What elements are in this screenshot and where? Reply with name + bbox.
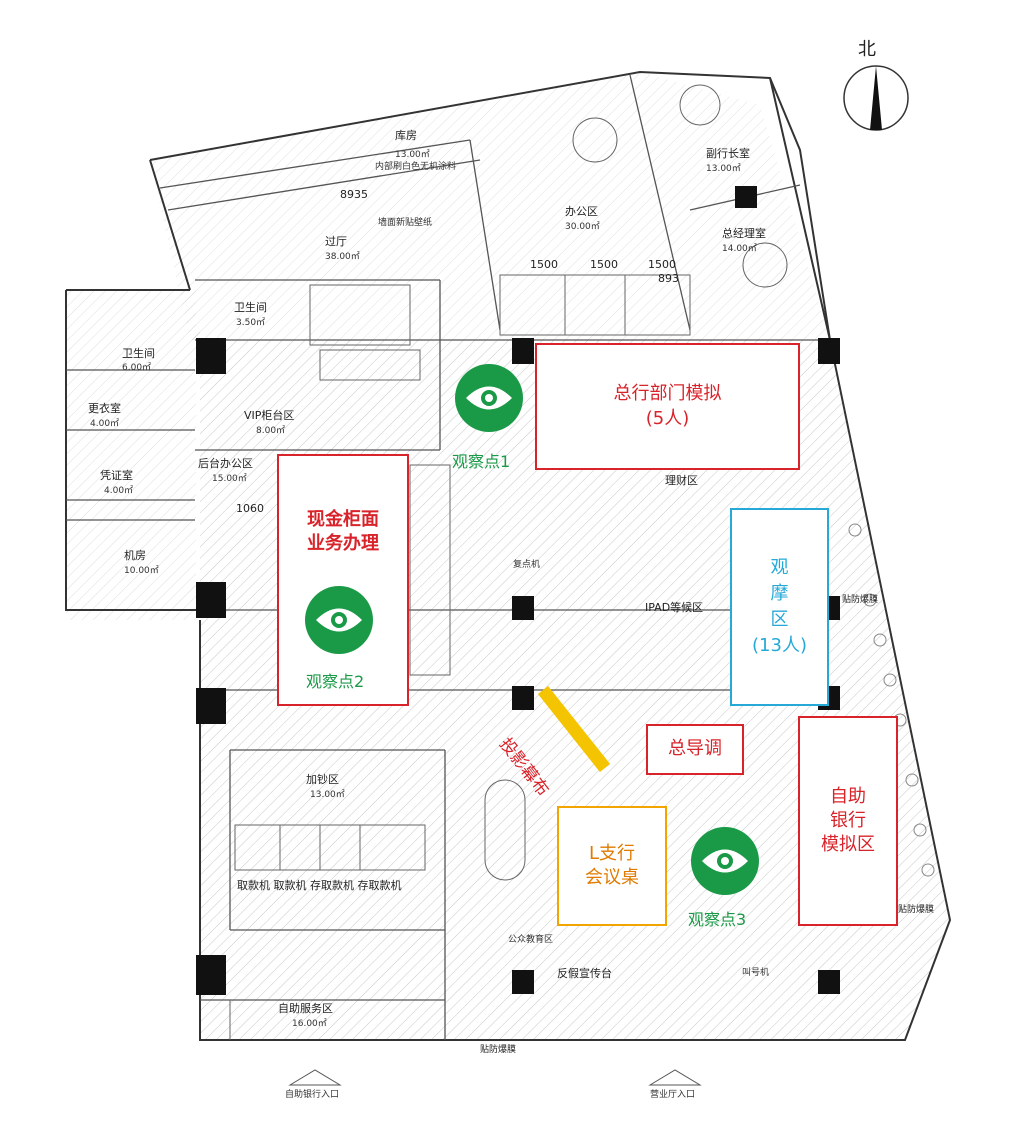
toilet-a-area: 3.50㎡ <box>236 318 266 328</box>
warehouse-area: 13.00㎡ <box>395 150 430 160</box>
projection-screen <box>537 685 611 773</box>
back-office-area: 15.00㎡ <box>212 474 247 484</box>
zone-hq-dept-line1: 总行部门模拟 <box>613 383 722 405</box>
observation-point-2-label: 观察点2 <box>306 672 365 691</box>
vp-office-label: 副行长室 <box>706 147 750 160</box>
ipad-wait-label: IPAD等候区 <box>645 601 704 614</box>
zone-self-bank-l2: 银行 <box>830 809 866 831</box>
gm-office-area: 14.00㎡ <box>722 244 757 254</box>
zone-cash-counter-line2: 业务办理 <box>307 533 379 555</box>
west-wing-floor <box>66 290 196 620</box>
back-office-label: 后台办公区 <box>198 457 253 470</box>
locker-label: 更衣室 <box>88 402 121 415</box>
self-service-area: 16.00㎡ <box>292 1019 327 1029</box>
zone-meeting-line2: 会议桌 <box>585 867 639 888</box>
cash-add-area: 13.00㎡ <box>310 790 345 800</box>
entrance-hall-label: 营业厅入口 <box>650 1090 696 1100</box>
vip-label: VIP柜台区 <box>244 409 295 422</box>
zone-cash-counter: 现金柜面 业务办理 <box>277 454 409 706</box>
self-service-label: 自助服务区 <box>278 1002 333 1015</box>
server-area: 10.00㎡ <box>124 566 159 576</box>
dim-1500-b: 1500 <box>590 258 618 271</box>
observation-point-1-eye-icon <box>455 364 523 432</box>
anti-fake-label: 反假宣传台 <box>557 967 612 980</box>
hall-area: 38.00㎡ <box>325 252 360 262</box>
anti-burst-label-2: 贴防爆膜 <box>898 905 935 915</box>
dim-1060: 1060 <box>236 502 264 515</box>
observation-point-3-eye-icon <box>691 827 759 895</box>
zone-self-bank-l3: 模拟区 <box>821 834 875 856</box>
observation-point-2-eye-icon <box>305 586 373 654</box>
atm-row-label: 取款机 取款机 存取款机 存取款机 <box>237 879 402 892</box>
zone-director: 总导调 <box>646 724 744 775</box>
hall-label: 过厅 <box>325 235 347 248</box>
office-area: 30.00㎡ <box>565 222 600 232</box>
vp-office-area: 13.00㎡ <box>706 164 741 174</box>
server-label: 机房 <box>124 549 146 562</box>
copier-label: 复点机 <box>513 560 541 570</box>
warehouse-label: 库房 <box>395 129 417 142</box>
dim-893: 893 <box>658 272 679 285</box>
zone-self-bank: 自助 银行 模拟区 <box>798 716 898 926</box>
cash-add-label: 加钞区 <box>306 773 339 786</box>
east-wall-fixtures <box>848 523 935 877</box>
dim-1500-c: 1500 <box>648 258 676 271</box>
queue-label: 叫号机 <box>742 968 770 978</box>
dim-1500-a: 1500 <box>530 258 558 271</box>
zone-observe-l2: 摩 <box>770 582 789 604</box>
zone-meeting-line1: L支行 <box>588 842 636 864</box>
zone-self-bank-l1: 自助 <box>830 785 866 807</box>
toilet-a-label: 卫生间 <box>234 301 267 314</box>
observation-point-1-label: 观察点1 <box>452 452 511 471</box>
office-label: 办公区 <box>565 205 598 218</box>
toilet-b-area: 6.00㎡ <box>122 363 152 373</box>
compass-label: 北 <box>858 39 876 60</box>
anti-burst-label-3: 贴防爆膜 <box>480 1045 517 1055</box>
wealth-label: 理财区 <box>665 474 698 487</box>
zone-meeting: L支行 会议桌 <box>557 806 667 926</box>
zone-director-label: 总导调 <box>668 738 722 760</box>
north-arrow-icon <box>843 65 909 131</box>
vip-area: 8.00㎡ <box>256 426 286 436</box>
furniture <box>229 84 788 1040</box>
zone-cash-counter-line1: 现金柜面 <box>307 509 379 530</box>
entrance-self-label: 自助银行入口 <box>285 1090 340 1100</box>
zone-hq-dept-line2: (5人) <box>645 407 690 429</box>
inner-walls <box>66 74 830 1040</box>
wall-note: 墙面新贴壁纸 <box>378 218 433 228</box>
zone-observe-l3: 区 <box>770 609 789 630</box>
zone-hq-dept: 总行部门模拟 (5人) <box>535 343 800 470</box>
dim-8935: 8935 <box>340 188 368 201</box>
public-edu-label: 公众教育区 <box>508 935 554 945</box>
north-wing-floor <box>150 72 830 340</box>
entrance-markers <box>288 1069 702 1086</box>
warehouse-note: 内部刷白色无机涂料 <box>375 162 457 172</box>
locker-area: 4.00㎡ <box>90 419 120 429</box>
voucher-area: 4.00㎡ <box>104 486 134 496</box>
observation-point-3-label: 观察点3 <box>688 910 747 929</box>
zone-observe-l1: 观 <box>770 556 789 578</box>
voucher-label: 凭证室 <box>100 469 133 482</box>
anti-burst-label: 贴防爆膜 <box>842 595 879 605</box>
gm-office-label: 总经理室 <box>722 227 766 240</box>
zone-observe-l4: (13人) <box>752 635 807 657</box>
zone-observe-area: 观 摩 区 (13人) <box>730 508 829 706</box>
toilet-b-label: 卫生间 <box>122 347 155 360</box>
